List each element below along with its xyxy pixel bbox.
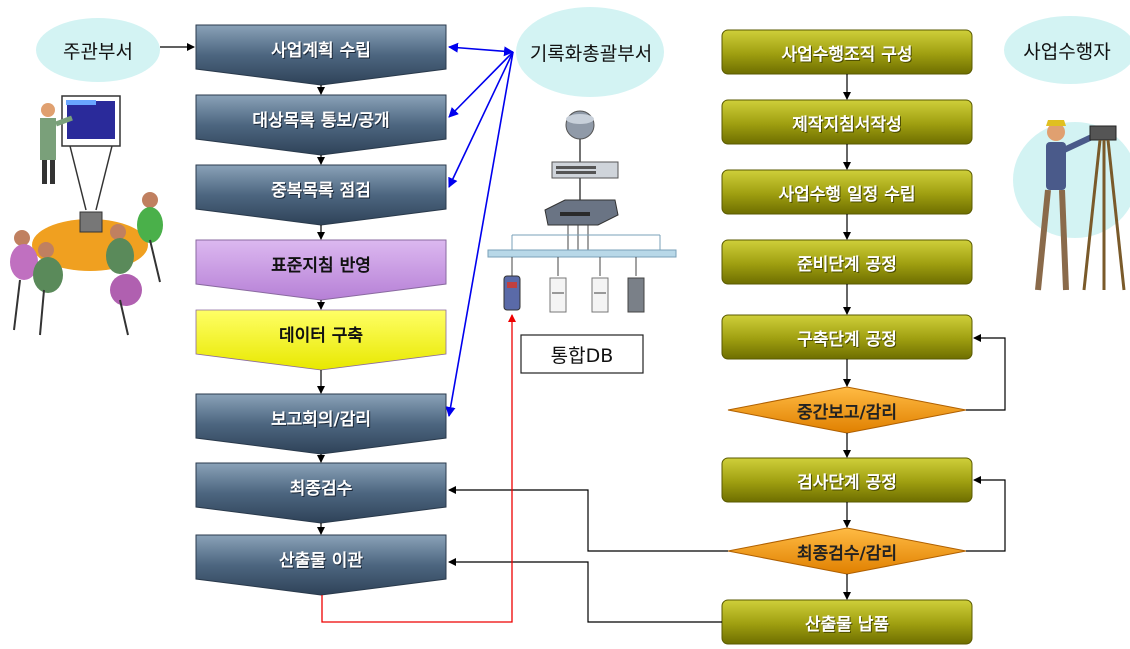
db-label-box (520, 334, 644, 374)
right-step-shape-7 (721, 457, 973, 503)
contractor-department-label: 사업수행자 (1023, 40, 1111, 63)
left-step-shape-6 (195, 393, 447, 455)
surveyor-illustration-icon (1035, 120, 1126, 291)
contractor-cloud (1004, 16, 1130, 84)
records-link-arrow-1 (448, 42, 514, 57)
records-link-arrow-3 (448, 51, 514, 188)
left-step-shape-3 (195, 164, 447, 226)
transfer-to-db-arrow (321, 314, 516, 623)
left-step-shape-2 (195, 94, 447, 156)
delivery-to-transfer-arrow (448, 558, 722, 623)
left-step-shape-4 (195, 239, 447, 301)
final-inspection-to-left-arrow (448, 486, 728, 552)
records-department-label: 기록화총괄부서 (529, 42, 653, 65)
final-inspection-feedback-arrow (966, 476, 1006, 552)
right-step-shape-2 (721, 99, 973, 145)
records-link-arrow-2 (448, 51, 514, 118)
records-link-arrow-4 (445, 51, 514, 417)
right-step-shape-1 (721, 29, 973, 75)
left-step-shape-7 (195, 462, 447, 524)
left-step-shape-1 (195, 24, 447, 86)
contractor-figure-cloud (1013, 122, 1130, 238)
interim-report-feedback-arrow (966, 334, 1006, 411)
right-step-shape-4 (721, 239, 973, 285)
owner-cloud (36, 18, 160, 82)
right-step-shape-5 (721, 314, 973, 360)
right-decision-shape-8 (727, 527, 967, 575)
left-step-shape-5 (195, 309, 447, 371)
right-step-shape-9 (721, 599, 973, 645)
right-decision-shape-6 (727, 386, 967, 434)
right-step-shape-3 (721, 169, 973, 215)
records-cloud (516, 7, 664, 97)
owner-department-label: 주관부서 (63, 40, 133, 63)
left-step-shape-8 (195, 534, 447, 596)
network-server-icon (487, 110, 677, 313)
meeting-illustration-icon (10, 95, 163, 336)
